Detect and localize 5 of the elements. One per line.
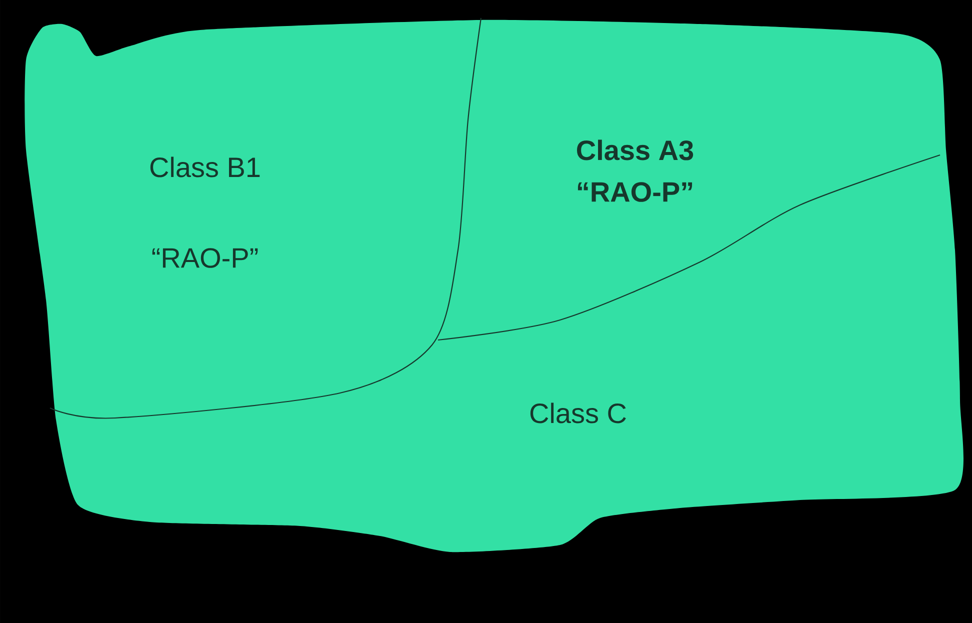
region-label: “RAO-P” — [578, 182, 692, 202]
region-label: Class A3 — [577, 140, 694, 160]
region-label: “RAO-P” — [152, 248, 258, 268]
region-label: Class B1 — [150, 156, 260, 178]
region-label: Class C — [530, 402, 626, 424]
